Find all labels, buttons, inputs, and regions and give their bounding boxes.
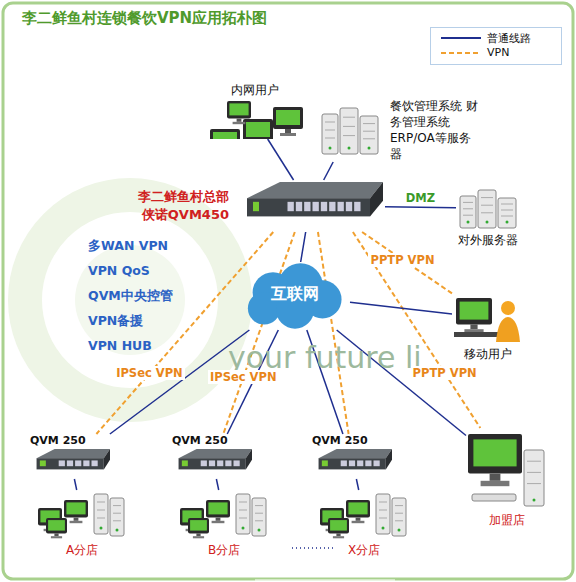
device-node: 李二鲜鱼村总部侠诺QVM450	[138, 180, 385, 232]
feature-label: VPN QoS	[88, 263, 150, 278]
device-node: 移动用户	[452, 292, 524, 363]
branch-icon	[178, 490, 270, 540]
network-link	[216, 479, 218, 490]
branch-icon	[36, 490, 128, 540]
link-label: DMZ	[404, 191, 437, 205]
link-label: IPSec VPN	[208, 370, 279, 384]
device-node: QVM 250	[172, 434, 254, 479]
node-text-group: 互联网	[240, 284, 350, 305]
servers-icon	[456, 186, 520, 230]
vpn-link	[362, 232, 452, 293]
link-label: IPSec VPN	[114, 366, 185, 380]
network-link	[350, 302, 452, 314]
node-text-group: A分店	[66, 540, 98, 559]
legend-text: 普通线路	[487, 31, 531, 46]
node-text-group: QVM 250	[312, 434, 368, 447]
node-label: 对外服务器	[458, 232, 518, 249]
network-link	[356, 479, 358, 490]
device-node: 对外服务器	[456, 186, 520, 249]
node-label: 内网用户	[231, 82, 279, 99]
node-label: QVM 250	[172, 434, 228, 447]
node-label: 加盟店	[489, 512, 525, 529]
legend-text: VPN	[487, 46, 509, 59]
device-node: 加盟店	[466, 428, 548, 529]
node-text-group: 加盟店	[489, 510, 525, 529]
person-icon	[452, 292, 524, 344]
branch-icon	[318, 490, 410, 540]
node-label: 互联网	[271, 284, 319, 305]
vpn-link	[353, 232, 480, 428]
device-node: 互联网	[240, 262, 350, 330]
pc-icon	[466, 428, 548, 510]
node-text-group: X分店	[348, 540, 380, 559]
node-label: X分店	[348, 542, 380, 559]
node-label: QVM 250	[312, 434, 368, 447]
servers-icon	[318, 104, 382, 156]
network-link	[301, 232, 306, 262]
vpn-link	[96, 232, 273, 434]
node-text-group: QVM 250	[172, 434, 228, 447]
vpn-link	[223, 232, 295, 434]
node-label: 移动用户	[464, 346, 512, 363]
node-label: 李二鲜鱼村总部	[138, 188, 229, 206]
network-link	[268, 139, 294, 180]
node-text-group: 对外服务器	[458, 230, 518, 249]
router-icon	[235, 180, 385, 232]
network-link	[324, 162, 333, 180]
node-label: 侠诺QVM450	[142, 206, 229, 224]
node-label: 餐饮管理系统 财务管理系统 ERP/OA等服务器	[390, 98, 482, 162]
node-text-group: 李二鲜鱼村总部侠诺QVM450	[138, 188, 229, 224]
network-link	[385, 206, 456, 208]
device-node: B分店	[178, 490, 270, 559]
legend-box: 普通线路VPN	[430, 27, 562, 65]
feature-label: VPN备援	[88, 313, 143, 330]
link-label: PPTP VPN	[411, 366, 479, 380]
device-node: 餐饮管理系统 财务管理系统 ERP/OA等服务器	[318, 98, 482, 162]
vpn-link	[318, 232, 349, 434]
node-text-group: B分店	[208, 540, 240, 559]
device-node: QVM 250	[312, 434, 394, 479]
router-icon	[312, 447, 394, 479]
node-text-group: QVM 250	[30, 434, 86, 447]
link-label: PPTP VPN	[368, 253, 436, 267]
feature-label: QVM中央控管	[88, 288, 173, 305]
node-label: A分店	[66, 542, 98, 559]
device-node: A分店	[36, 490, 128, 559]
device-node: QVM 250	[30, 434, 112, 479]
diagram-title: 李二鲜鱼村连锁餐饮VPN应用拓朴图	[22, 9, 267, 28]
node-label: B分店	[208, 542, 240, 559]
pcs-icon	[205, 99, 305, 139]
feature-label: 多WAN VPN	[88, 238, 168, 255]
feature-label: VPN HUB	[88, 338, 152, 353]
device-node: X分店	[318, 490, 410, 559]
router-icon	[30, 447, 112, 479]
device-node: 内网用户	[205, 82, 305, 139]
node-text-group: 移动用户	[464, 344, 512, 363]
router-icon	[172, 447, 254, 479]
node-label: QVM 250	[30, 434, 86, 447]
node-text-group: 内网用户	[231, 82, 279, 99]
network-link	[74, 479, 76, 490]
node-text-group: 餐饮管理系统 财务管理系统 ERP/OA等服务器	[390, 98, 482, 162]
